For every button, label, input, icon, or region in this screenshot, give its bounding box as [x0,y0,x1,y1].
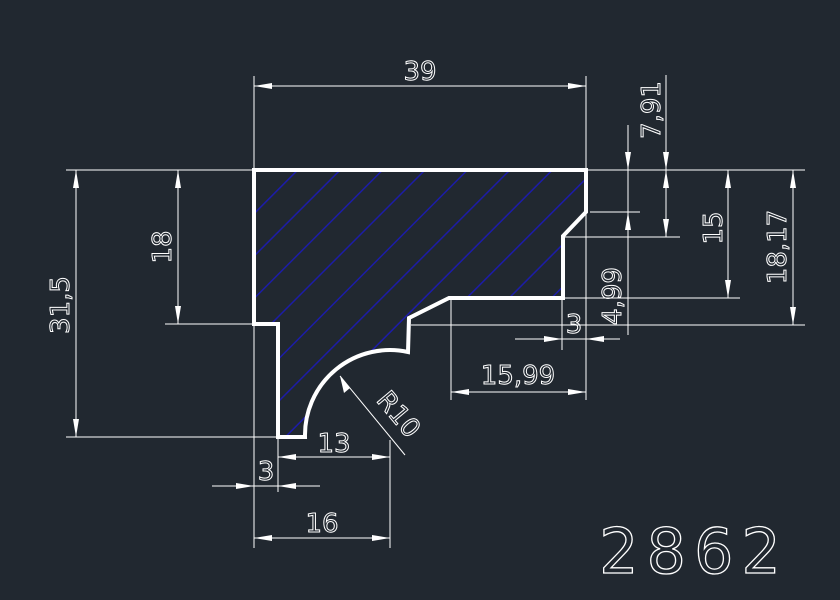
dim-overall-height: 31,5 [46,276,76,334]
dim-bottom-width: 16 [305,509,338,539]
dim-right-height-18-17: 18,17 [763,210,793,284]
dim-radius: R10 [370,386,426,444]
dimension-lines [75,85,794,539]
dim-foot-width: 3 [258,457,275,487]
dim-arc-width: 13 [317,429,350,459]
dim-left-step-height: 18 [148,230,178,263]
dim-step-height: 4,99 [598,267,628,325]
dim-top-chamfer-height: 7,91 [637,81,667,139]
dim-overall-width: 39 [403,57,436,87]
arrowheads [73,83,796,541]
dim-right-height-15: 15 [699,211,729,244]
dim-step-width-right: 3 [566,310,583,340]
profile-outline [252,168,588,439]
dim-bottom-right-width: 15,99 [481,361,555,391]
part-number: 2862 [599,515,789,588]
